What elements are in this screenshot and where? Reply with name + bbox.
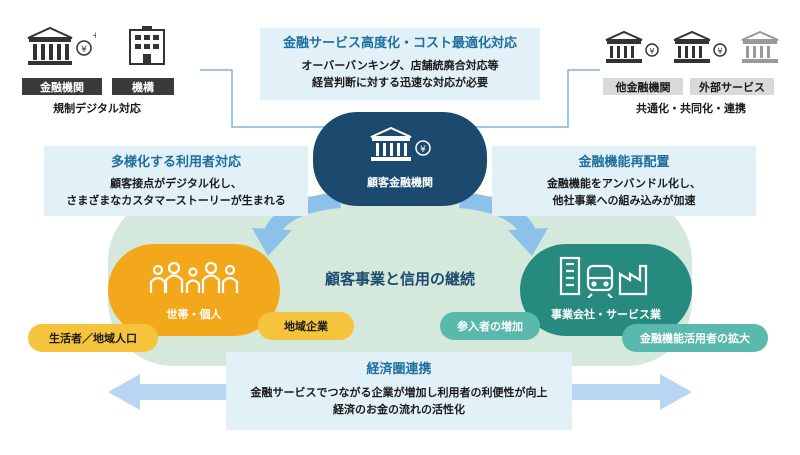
right-connector-line <box>470 69 600 128</box>
svg-text:¥: ¥ <box>649 47 654 56</box>
top-center-line-1: オーバーバンキング、店舗統廃合対応等 <box>301 59 499 72</box>
right-box: 金融機能再配置 金融機能をアンバンドル化し、 他社事業への組み込みが加速 <box>492 146 756 216</box>
svg-text:¥: ¥ <box>717 47 722 56</box>
bottom-box: 経済圏連携 金融サービスでつながる企業が増加し利用者の利便性が向上 経済のお金の… <box>226 352 572 430</box>
pill-local-companies: 地域企業 <box>258 312 354 340</box>
label-external-service: 外部サービス <box>690 78 774 95</box>
faded-bank-icon <box>741 30 779 63</box>
right-box-line-2: 他社事業への組み込みが加速 <box>552 194 696 207</box>
caption-regulation-digital: 規制デジタル対応 <box>53 102 141 115</box>
center-bank-yen-icon: ¥ <box>370 126 431 161</box>
pill-function-users: 金融機能活用者の拡大 <box>622 324 768 352</box>
left-box-title: 多様化する利用者対応 <box>110 155 241 170</box>
top-center-title: 金融サービス高度化・コスト最適化対応 <box>282 36 517 51</box>
label-financial-institution: 金融機関 <box>22 78 102 95</box>
caption-sharing-collaboration: 共通化・共同化・連携 <box>636 102 746 115</box>
right-box-title: 金融機能再配置 <box>578 155 670 170</box>
label-other-financial-institution: 他金融機関 <box>603 78 683 95</box>
household-circle: 世帯・個人 <box>108 244 280 336</box>
left-box: 多様化する利用者対応 顧客接点がデジタル化し、 さまざまなカスタマーストーリーが… <box>44 146 308 216</box>
label-organization: 機構 <box>112 78 174 95</box>
bottom-box-line-2: 経済のお金の流れの活性化 <box>333 403 465 416</box>
business-circle: 事業会社・サービス業 <box>520 244 692 336</box>
left-box-line-2: さまざまなカスタマーストーリーが生まれる <box>66 194 286 207</box>
people-icon <box>149 261 239 293</box>
center-node: ¥ 顧客金融機関 <box>313 112 487 206</box>
city-train-factory-icon <box>559 256 648 298</box>
pill-entrants: 参入者の増加 <box>440 312 540 340</box>
building-icon <box>129 26 165 65</box>
svg-text:+: + <box>92 31 96 41</box>
household-label: 世帯・個人 <box>166 308 222 321</box>
top-center-line-2: 経営判断に対する迅速な対応が必要 <box>312 76 488 89</box>
other-bank-yen-icon: ¥ <box>605 30 659 63</box>
svg-text:¥: ¥ <box>420 145 426 155</box>
left-connector-line <box>200 69 330 128</box>
right-box-line-1: 金融機能をアンバンドル化し、 <box>546 177 702 190</box>
bank-yen-icon: ¥ + <box>27 26 96 65</box>
right-curved-arrowhead <box>508 228 548 256</box>
left-curved-arrowhead <box>252 228 292 256</box>
top-center-box: 金融サービス高度化・コスト最適化対応 オーバーバンキング、店舗統廃合対応等 経営… <box>260 28 540 100</box>
center-node-label: 顧客金融機関 <box>367 176 433 189</box>
external-bank-yen-icon: ¥ <box>673 30 727 63</box>
bottom-box-line-1: 金融サービスでつながる企業が増加し利用者の利便性が向上 <box>250 386 548 399</box>
business-label: 事業会社・サービス業 <box>551 308 661 321</box>
center-area-label: 顧客事業と信用の継続 <box>324 270 475 288</box>
svg-text:¥: ¥ <box>81 45 87 55</box>
left-box-line-1: 顧客接点がデジタル化し、 <box>110 177 242 190</box>
bottom-box-title: 経済圏連携 <box>366 362 432 377</box>
pill-population: 生活者／地域人口 <box>28 324 158 352</box>
